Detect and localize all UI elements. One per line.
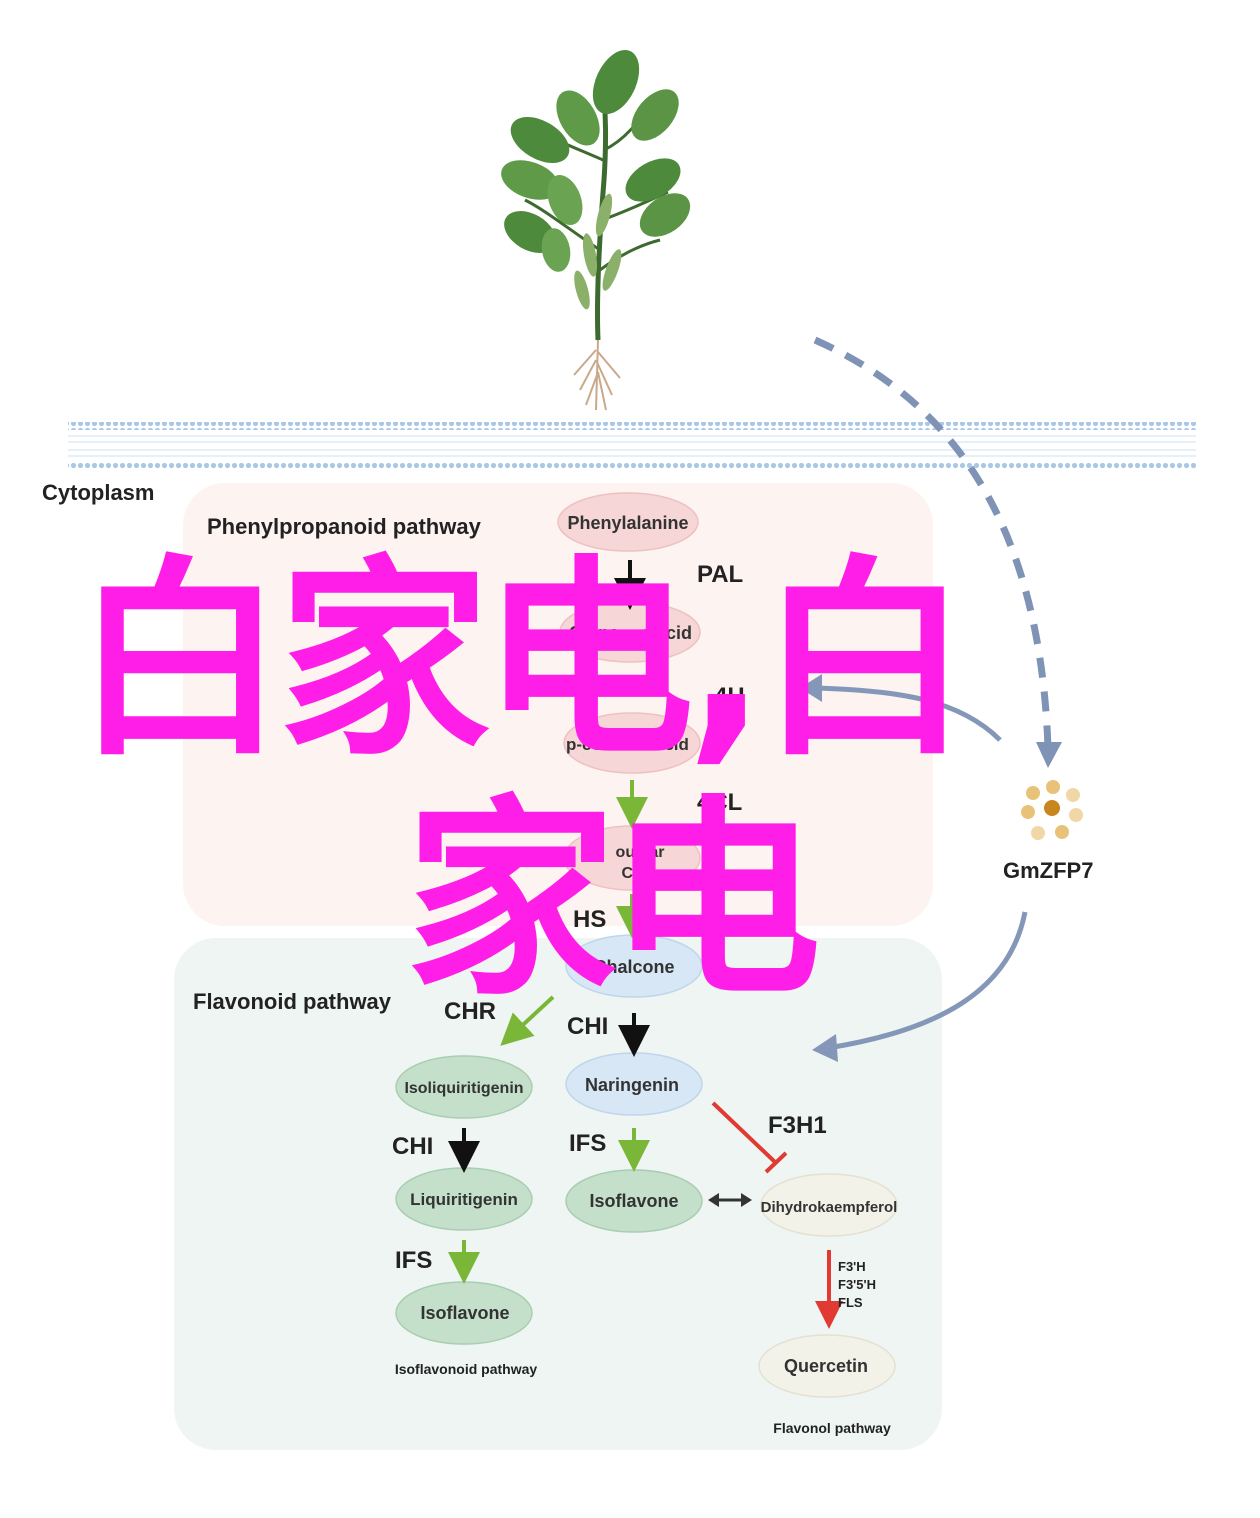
enzyme-f3h1: F3H1 — [768, 1112, 827, 1139]
node-cinnamic-acid: Cinna c acid — [559, 601, 701, 663]
node-chalcone: Chalcone — [565, 934, 703, 998]
f3h1-inhibition-line — [711, 1101, 788, 1174]
phenylpropanoid-pathway-label: Phenylpropanoid pathway — [207, 514, 482, 539]
svg-text:Phenylalanine: Phenylalanine — [567, 513, 688, 533]
watermark-line-1: 白家电,白 — [74, 537, 971, 784]
node-isoliquiritigenin: Isoliquiritigenin — [395, 1055, 533, 1119]
enzyme-chi-mid: CHI — [567, 1013, 608, 1040]
gmzfp7-to-c4h-arrow — [811, 685, 1002, 742]
node-coumaroyl-coa: oumar CoA — [563, 825, 701, 891]
node-p-coumaric-acid: p-cou ic acid — [563, 712, 701, 774]
svg-text:Dihydrokaempferol: Dihydrokaempferol — [761, 1199, 898, 1216]
gmzfp7-protein-icon — [1021, 780, 1083, 840]
enzyme-pal: PAL — [697, 561, 743, 588]
gmzfp7-dashed-arrow — [813, 336, 1052, 749]
enzyme-chi-left: CHI — [392, 1133, 433, 1160]
svg-text:Chalcone: Chalcone — [593, 957, 674, 977]
svg-text:CoA: CoA — [622, 865, 655, 882]
node-dihydrokaempferol: Dihydrokaempferol — [760, 1173, 898, 1237]
svg-text:Cinna: Cinna — [569, 623, 620, 643]
enzyme-ifs-left: IFS — [395, 1247, 432, 1274]
node-liquiritigenin: Liquiritigenin — [395, 1167, 533, 1231]
enzyme-chr: CHR — [444, 998, 496, 1025]
enzyme-chs: HS — [573, 906, 606, 933]
svg-text:oumar: oumar — [616, 844, 665, 861]
enzyme-4cl: 4CL — [697, 789, 742, 816]
soybean-plant-illustration — [501, 50, 691, 411]
double-arrow-isoflavone-dihydrokaempferol — [708, 1193, 752, 1207]
svg-text:Naringenin: Naringenin — [585, 1075, 679, 1095]
gmzfp7-label: GmZFP7 — [1003, 858, 1093, 883]
arrow-chr — [500, 995, 555, 1046]
svg-text:Isoflavone: Isoflavone — [589, 1191, 678, 1211]
enzyme-f3h-stack-3: FLS — [838, 1295, 863, 1310]
svg-text:Isoflavone: Isoflavone — [420, 1303, 509, 1323]
enzyme-f3h-stack-2: F3'5'H — [838, 1277, 876, 1292]
svg-text:Liquiritigenin: Liquiritigenin — [410, 1190, 518, 1209]
flavonol-pathway-label: Flavonol pathway — [773, 1420, 891, 1436]
flavonoid-panel — [174, 938, 942, 1450]
node-isoflavone-left: Isoflavone — [395, 1281, 533, 1345]
svg-text:p-cou: p-cou — [566, 735, 612, 754]
watermark-line-2: 家电 — [405, 777, 821, 1024]
node-phenylalanine: Phenylalanine — [557, 492, 699, 552]
enzyme-f3h-stack-1: F3'H — [838, 1259, 866, 1274]
svg-text:Isoliquiritigenin: Isoliquiritigenin — [404, 1080, 523, 1097]
svg-text:c acid: c acid — [641, 623, 692, 643]
cytoplasm-label: Cytoplasm — [42, 480, 154, 505]
cell-membrane — [68, 422, 1196, 470]
svg-text:ic acid: ic acid — [636, 735, 689, 754]
flavonoid-pathway-label: Flavonoid pathway — [193, 989, 392, 1014]
isoflavonoid-pathway-label: Isoflavonoid pathway — [395, 1361, 538, 1377]
enzyme-c4h: 4H — [714, 683, 745, 710]
svg-text:Quercetin: Quercetin — [784, 1356, 868, 1376]
phenylpropanoid-panel — [183, 483, 933, 926]
node-naringenin: Naringenin — [565, 1052, 703, 1116]
gmzfp7-to-chi-arrow — [827, 911, 1028, 1051]
node-isoflavone-mid: Isoflavone — [565, 1169, 703, 1233]
enzyme-ifs-mid: IFS — [569, 1130, 606, 1157]
node-quercetin: Quercetin — [758, 1334, 896, 1398]
